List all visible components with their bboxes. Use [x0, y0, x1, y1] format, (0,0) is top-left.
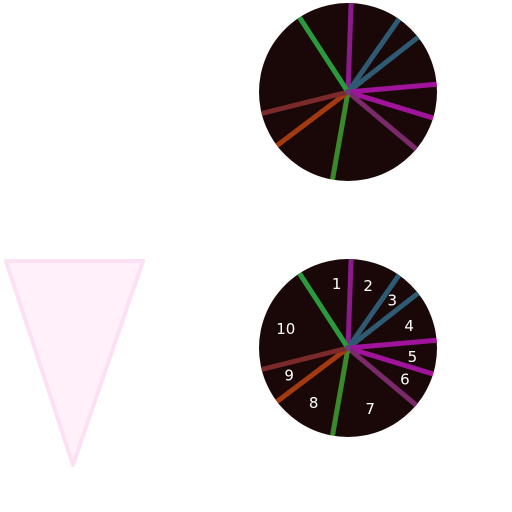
segment-label: 5 [408, 348, 418, 366]
wheel-spoke [345, 17, 402, 94]
segment-label: 1 [332, 275, 342, 293]
wheel-spoke [346, 90, 418, 152]
wheel-spoke [260, 89, 349, 116]
segment-label: 2 [363, 277, 373, 295]
wheel-spoke [346, 291, 420, 350]
wheel-spokes [260, 259, 437, 437]
wheel-spoke [297, 16, 351, 94]
segment-labels: 1 234 5 6 7 89 10 [276, 275, 417, 418]
segment-label: 7 [365, 400, 375, 418]
wheel-spoke [347, 345, 434, 377]
segment-label: 3 [388, 292, 398, 310]
wheel-spoke [347, 337, 437, 351]
wheel-hub [345, 345, 351, 351]
wheel-spoke [260, 345, 349, 372]
wheel-spoke [275, 346, 350, 404]
wheel-spoke [297, 272, 351, 350]
segment-label: 10 [276, 320, 295, 338]
wheel-spoke [330, 91, 351, 181]
wheel-spoke [275, 90, 350, 148]
segment-label: 9 [284, 367, 294, 385]
wheel-spoke [346, 35, 420, 94]
segment-label: 4 [404, 317, 414, 335]
segment-label: 6 [400, 371, 410, 389]
wheel-spoke [345, 273, 402, 350]
pointer-triangle [4, 259, 145, 467]
wheel-unlabeled[interactable] [259, 3, 437, 181]
segment-label: 8 [309, 394, 319, 412]
wheel-spoke [345, 259, 354, 349]
wheel-spoke [345, 3, 354, 93]
wheel-spokes [260, 3, 437, 181]
wheel-spoke [330, 347, 351, 437]
wheel-labeled[interactable]: 1 234 5 6 7 89 10 [259, 259, 437, 437]
wheel-spoke [347, 81, 437, 95]
wheel-hub [345, 89, 351, 95]
wheel-spoke [347, 89, 434, 121]
wheel-spoke [346, 346, 418, 408]
